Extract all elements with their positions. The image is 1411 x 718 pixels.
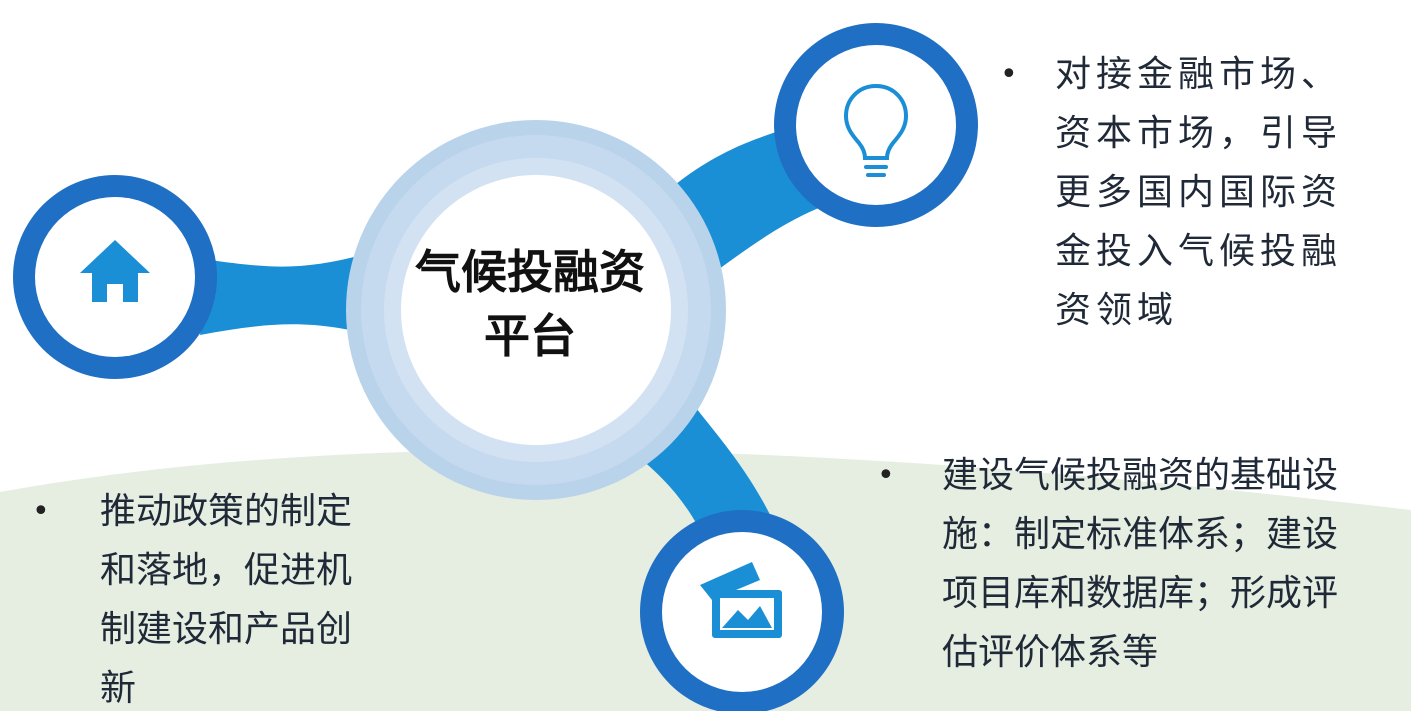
home-icon — [80, 240, 150, 302]
text-top-right: 对接金融市场、 资本市场，引导 更多国内国际资 金投入气候投融 资领域 — [1055, 45, 1342, 340]
image-icon — [700, 562, 782, 638]
bullet-bottom-right: • — [877, 458, 895, 493]
text-line: 建设气候投融资的基础设 — [942, 455, 1339, 496]
text-line: 和落地，促进机 — [100, 550, 353, 591]
text-line: 新 — [100, 668, 137, 709]
node-left — [13, 175, 217, 379]
text-line: 项目库和数据库；形成评 — [942, 573, 1339, 614]
center-node-core — [401, 175, 671, 445]
bullet-bottom-left: • — [32, 494, 50, 529]
text-bottom-left: 推动政策的制定 和落地，促进机 制建设和产品创 新 — [100, 482, 352, 718]
text-line: 对接金融市场、 — [1055, 54, 1343, 95]
lightbulb-icon — [843, 83, 909, 177]
center-title-line-2: 平台 — [484, 309, 576, 363]
text-line: 资本市场，引导 — [1055, 113, 1343, 154]
text-line: 资领域 — [1055, 290, 1179, 331]
text-line: 更多国内国际资 — [1055, 172, 1343, 213]
center-title: 气候投融资 平台 — [380, 240, 680, 368]
bullet-top-right: • — [1000, 57, 1018, 92]
node-top-right — [774, 23, 978, 227]
node-bottom — [640, 510, 844, 711]
connector-left — [200, 250, 390, 340]
text-line: 金投入气候投融 — [1055, 231, 1343, 272]
text-bottom-right: 建设气候投融资的基础设 施：制定标准体系；建设 项目库和数据库；形成评 估评价体… — [942, 446, 1338, 682]
text-line: 估评价体系等 — [942, 632, 1159, 673]
text-line: 施：制定标准体系；建设 — [942, 514, 1339, 555]
center-title-line-1: 气候投融资 — [415, 245, 645, 299]
text-line: 推动政策的制定 — [100, 491, 353, 532]
text-line: 制建设和产品创 — [100, 609, 353, 650]
